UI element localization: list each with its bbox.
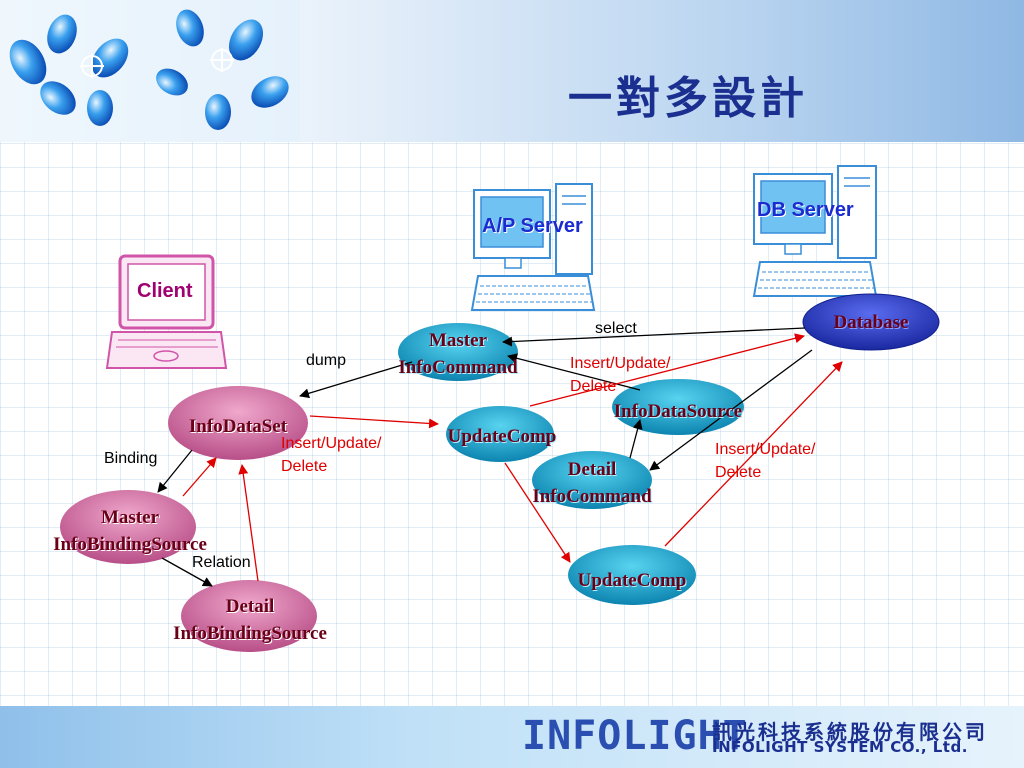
client-laptop-icon [105,254,228,369]
detail-infocommand-line2: InfoCommand [532,486,652,507]
infodataset-label: InfoDataSet [188,416,288,437]
ap-server-label: A/P Server [482,215,583,237]
red-arrow-master-bindingsource-to-infodataset [182,457,217,497]
relation-edge-label: Relation [192,554,251,571]
select-edge-label: select [595,320,637,337]
insert-update-delete-left-line1: Insert/Update/ [281,435,382,452]
master-bindingsource-line1: Master [100,507,160,528]
updatecomp-bottom-label: UpdateComp [577,570,687,591]
infodatasource-label: InfoDataSource [613,401,743,422]
client-label: Client [137,280,193,302]
arrow-database-to-detail-infocommand [649,349,813,471]
infodatasource-node [612,379,744,435]
detail-infocommand-node [532,451,652,509]
master-infocommand-node-label: Master InfoCommand [378,327,538,381]
ap-server-computer-icon [470,183,596,311]
database-label: Database [833,312,909,333]
master-infocommand-line1: Master [428,330,488,351]
insert-update-delete-label-top: Insert/Update/ Delete [570,352,671,398]
detail-bindingsource-line2: InfoBindingSource [173,623,327,644]
updatecomp-bottom-node-label: UpdateComp [562,567,702,594]
insert-update-delete-label-right: Insert/Update/ Delete [715,438,816,484]
arrow-database-to-master-infocommand [502,327,806,347]
infodataset-node-label: InfoDataSet [168,413,308,440]
company-name-english: INFOLIGHT SYSTEM CO., Ltd. [712,738,968,756]
arrow-master-infocommand-dump-to-infodataset [299,361,413,399]
red-arrow-detail-bindingsource-to-infodataset [238,464,259,582]
db-server-label: DB Server [757,199,854,221]
company-name-chinese: 訊光科技系統股份有限公司 [712,720,988,744]
decorative-bubbles-graphic [0,0,300,142]
red-arrow-infodataset-to-updatecomp [309,415,439,429]
updatecomp-top-node-label: UpdateComp [432,423,572,450]
detail-infocommand-line1: Detail [567,459,617,480]
red-arrow-updatecomp-bottom-to-database [664,361,843,547]
database-node-label: Database [803,309,939,336]
arrow-master-to-detail-bindingsource [161,557,213,587]
master-bindingsource-line2: InfoBindingSource [53,534,207,555]
infolight-logo-text: INFOLIGHT [522,713,748,759]
insert-update-delete-left-line2: Delete [281,458,328,475]
arrow-detail-infocommand-to-infodatasource [629,419,643,459]
infodataset-node [168,386,308,460]
red-arrow-updatecomp-to-updatecomp-bottom [504,462,571,563]
master-bindingsource-node [60,490,196,564]
database-node [802,293,940,351]
updatecomp-top-label: UpdateComp [447,426,557,447]
insert-update-delete-top-line1: Insert/Update/ [570,355,671,372]
detail-infocommand-node-label: Detail InfoCommand [512,456,672,510]
arrow-infodataset-binding-to-master-bindingsource [157,449,193,493]
infodatasource-node-label: InfoDataSource [593,398,763,425]
insert-update-delete-right-line2: Delete [715,464,762,481]
updatecomp-top-node [446,406,554,462]
footer-banner [0,706,1024,768]
detail-bindingsource-node-label: Detail InfoBindingSource [148,593,352,647]
dump-edge-label: dump [306,352,347,369]
detail-bindingsource-node [181,580,317,652]
insert-update-delete-top-line2: Delete [570,378,617,395]
insert-update-delete-right-line1: Insert/Update/ [715,441,816,458]
arrow-infodatasource-to-master-infocommand [507,353,641,391]
insert-update-delete-label-left: Insert/Update/ Delete [281,432,382,478]
updatecomp-bottom-node [568,545,696,605]
binding-edge-label: Binding [104,450,158,467]
slide-title: 一對多設計 [568,73,808,124]
master-bindingsource-node-label: Master InfoBindingSource [28,504,232,558]
detail-bindingsource-line1: Detail [225,596,275,617]
red-arrow-updatecomp-to-database [529,333,805,407]
master-infocommand-node [398,323,518,381]
db-server-computer-icon [752,165,878,297]
master-infocommand-line2: InfoCommand [398,357,518,378]
